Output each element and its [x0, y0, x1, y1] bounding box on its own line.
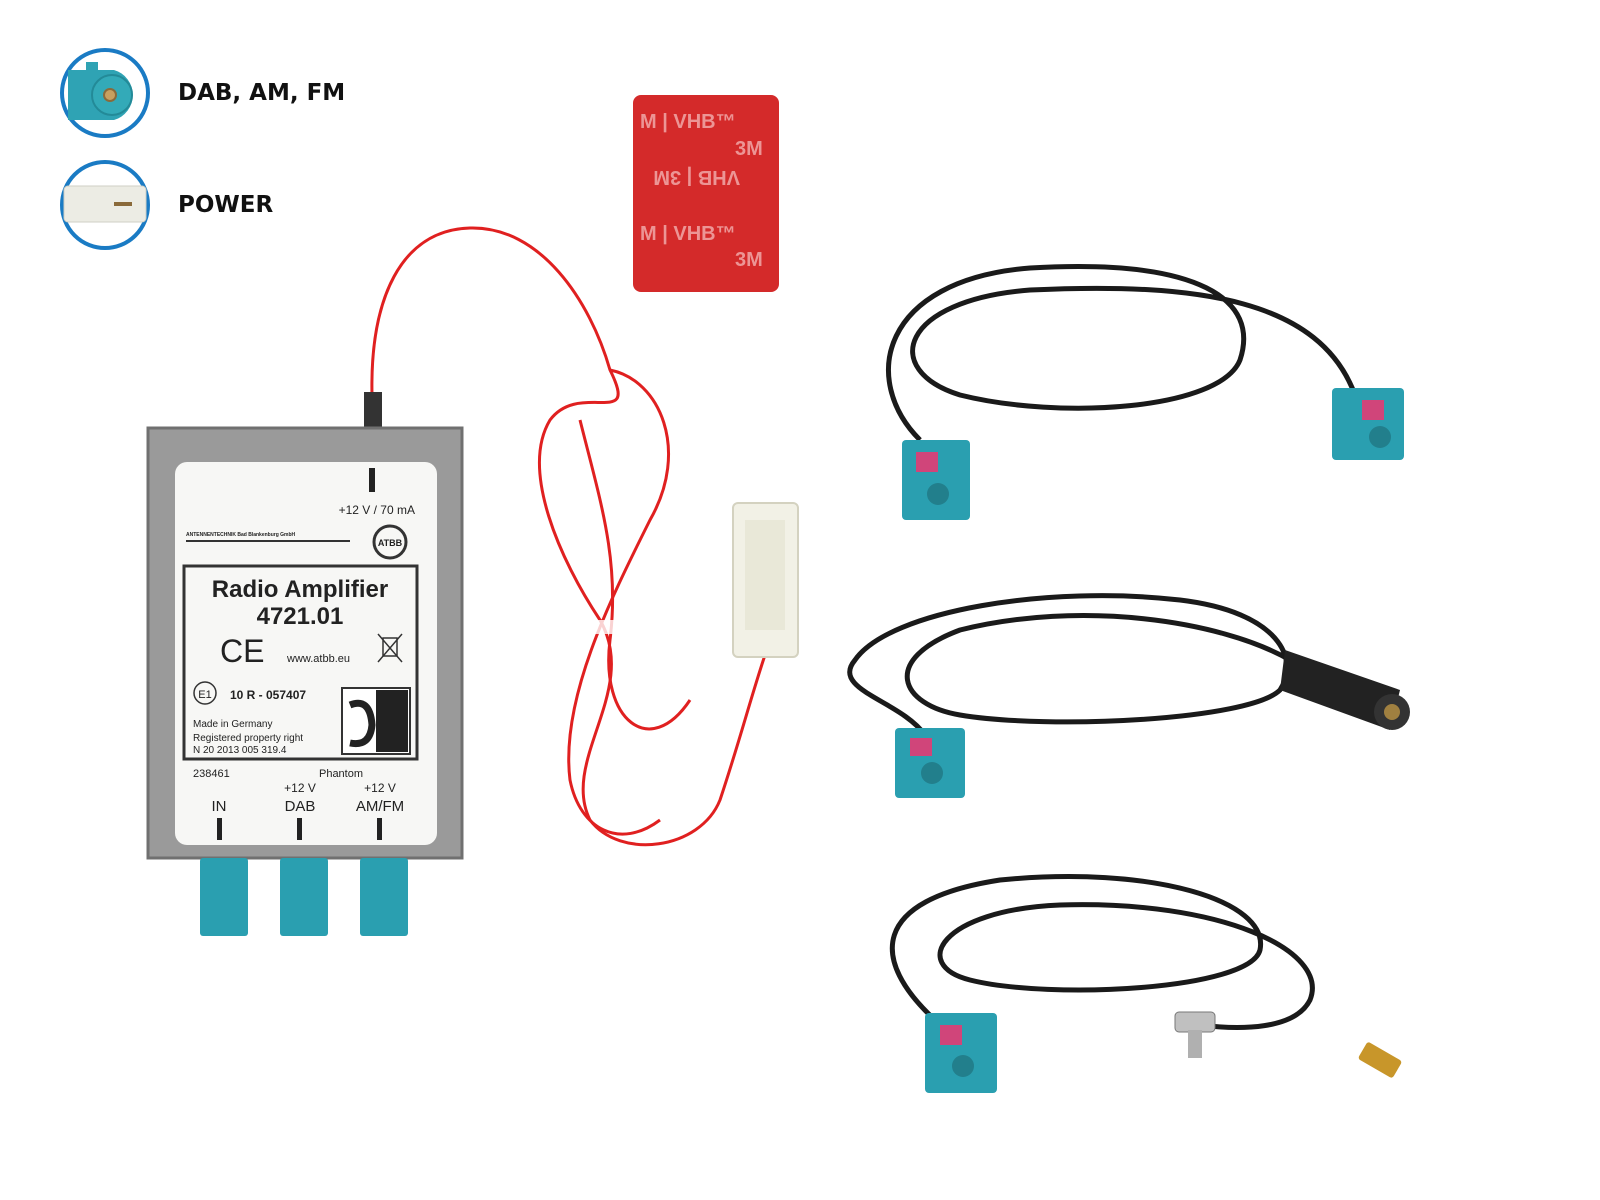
approval-number: 10 R - 057407 — [230, 688, 306, 702]
ce-mark: CE — [220, 633, 264, 669]
svg-text:IN: IN — [212, 798, 227, 815]
fakra-connector — [895, 728, 965, 798]
svg-text:M | VHB™: M | VHB™ — [640, 111, 736, 133]
sma-adapter — [1358, 1042, 1402, 1078]
legend-label: DAB, AM, FM — [178, 80, 345, 106]
svg-text:VHB | 3M: VHB | 3M — [653, 166, 740, 188]
made-in: Made in Germany — [193, 719, 272, 730]
product-title: Radio Amplifier — [212, 576, 388, 603]
legend-label: POWER — [178, 192, 273, 218]
wire-boot — [364, 392, 382, 432]
fakra-ports — [200, 858, 408, 936]
legend-item-power: POWER — [60, 160, 273, 250]
svg-text:AM/FM: AM/FM — [356, 798, 404, 815]
model-number: 4721.01 — [257, 603, 344, 630]
legend-item-dab-am-fm: DAB, AM, FM — [60, 48, 345, 138]
svg-text:DAB: DAB — [285, 798, 316, 815]
weee-bin-icon — [377, 633, 403, 663]
radio-amplifier: +12 V / 70 mA ANTENNENTECHNIK Bad Blanke… — [146, 426, 464, 936]
registered: Registered property right — [193, 733, 303, 744]
svg-text:3M: 3M — [735, 249, 763, 271]
svg-text:+12 V: +12 V — [364, 781, 396, 795]
phantom-label: Phantom — [319, 768, 363, 780]
port-labels: +12 V +12 V IN DAB AM/FM — [212, 781, 405, 815]
cable-fakra-fakra — [886, 264, 1358, 442]
power-connector — [732, 502, 799, 658]
e-mark: E1 — [198, 689, 211, 701]
svg-text:+12 V: +12 V — [284, 781, 316, 795]
website: www.atbb.eu — [286, 653, 350, 665]
din-adapter — [1280, 650, 1410, 730]
manufacturer: ANTENNENTECHNIK Bad Blankenburg GmbH — [186, 532, 296, 538]
cable-fakra-sma — [889, 873, 1315, 1030]
atbb-logo: ATBB — [378, 538, 403, 548]
adhesive-pad: M | VHB™ 3M VHB | 3M M | VHB™ 3M — [633, 95, 779, 292]
svg-text:3M: 3M — [735, 138, 763, 160]
certification-logo — [341, 687, 411, 755]
fakra-connector — [1332, 388, 1404, 460]
fakra-connector — [925, 1013, 997, 1093]
fakra-connector — [902, 440, 970, 520]
power-rating: +12 V / 70 mA — [339, 503, 415, 517]
power-wire — [370, 226, 767, 847]
patent: N 20 2013 005 319.4 — [193, 745, 287, 756]
serial-number: 238461 — [193, 768, 230, 780]
cable-fakra-din — [847, 593, 1292, 737]
sma-connector — [1174, 1011, 1216, 1058]
svg-text:M | VHB™: M | VHB™ — [640, 223, 736, 245]
